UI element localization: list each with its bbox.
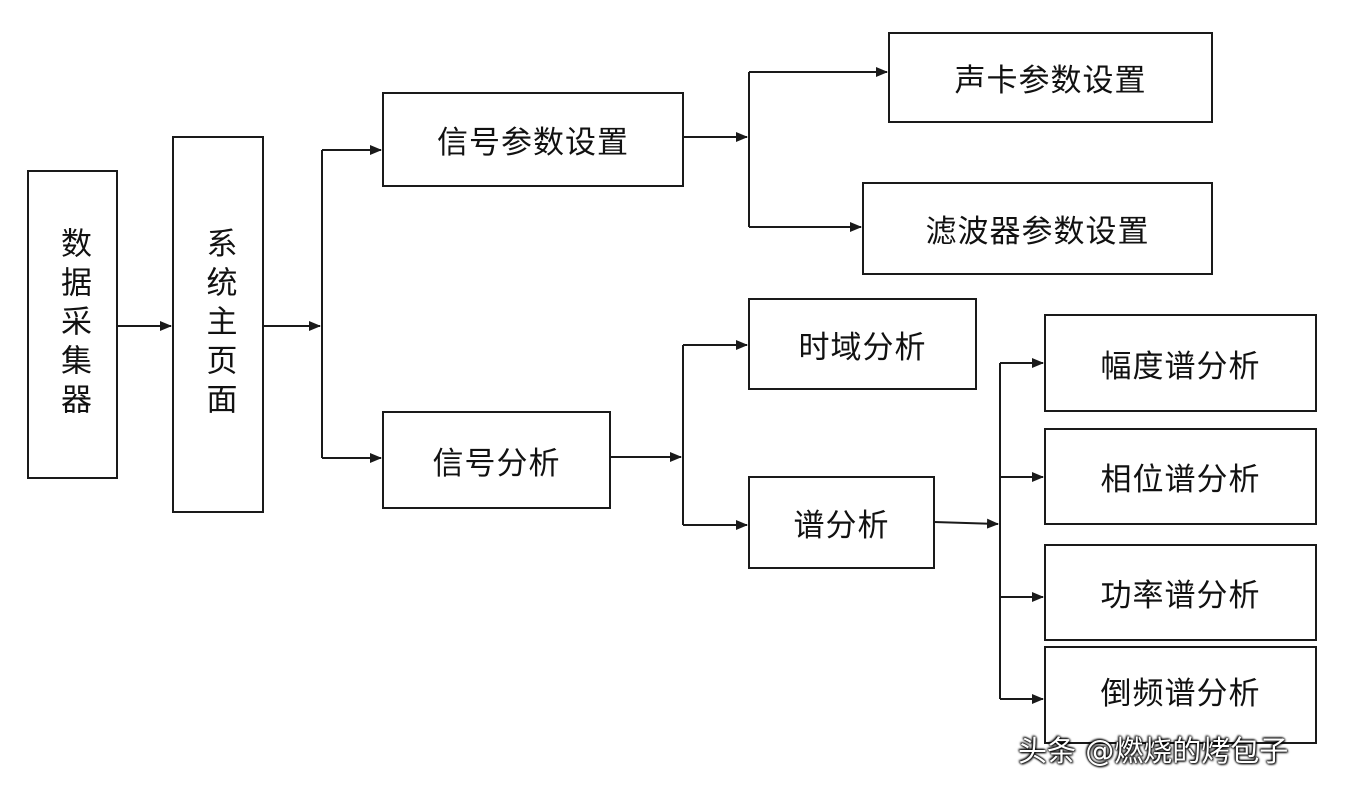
- node-time-domain: 时域分析: [748, 298, 977, 390]
- node-amplitude-spectrum: 幅度谱分析: [1044, 314, 1317, 412]
- node-phase-spectrum: 相位谱分析: [1044, 428, 1317, 525]
- node-cepstrum-label: 倒频谱分析: [1100, 676, 1261, 712]
- node-cepstrum: 倒频谱分析: [1044, 646, 1317, 744]
- node-spectrum-label: 谱分析: [793, 508, 890, 544]
- node-filter-params-label: 滤波器参数设置: [925, 214, 1150, 250]
- node-power-spectrum-label: 功率谱分析: [1100, 578, 1261, 614]
- edge-spectrum-junction: [933, 518, 999, 529]
- node-spectrum: 谱分析: [748, 476, 935, 569]
- node-soundcard-params: 声卡参数设置: [888, 32, 1213, 123]
- node-main-page-label: 系统主页面: [200, 227, 237, 422]
- node-signal-params-label: 信号参数设置: [437, 125, 629, 161]
- node-signal-analysis-label: 信号分析: [432, 445, 561, 482]
- node-main-page: 系统主页面: [172, 136, 264, 513]
- node-power-spectrum: 功率谱分析: [1044, 544, 1317, 641]
- node-time-domain-label: 时域分析: [798, 329, 927, 366]
- node-signal-analysis: 信号分析: [382, 411, 611, 509]
- node-phase-spectrum-label: 相位谱分析: [1100, 462, 1261, 498]
- watermark: 头条 @燃烧的烤包子: [1018, 734, 1289, 768]
- node-signal-params: 信号参数设置: [382, 92, 684, 187]
- node-filter-params: 滤波器参数设置: [862, 182, 1213, 275]
- node-collector-label: 数据采集器: [55, 227, 91, 422]
- node-soundcard-params-label: 声卡参数设置: [954, 63, 1147, 99]
- node-collector: 数据采集器: [27, 170, 118, 479]
- node-amplitude-spectrum-label: 幅度谱分析: [1100, 348, 1261, 385]
